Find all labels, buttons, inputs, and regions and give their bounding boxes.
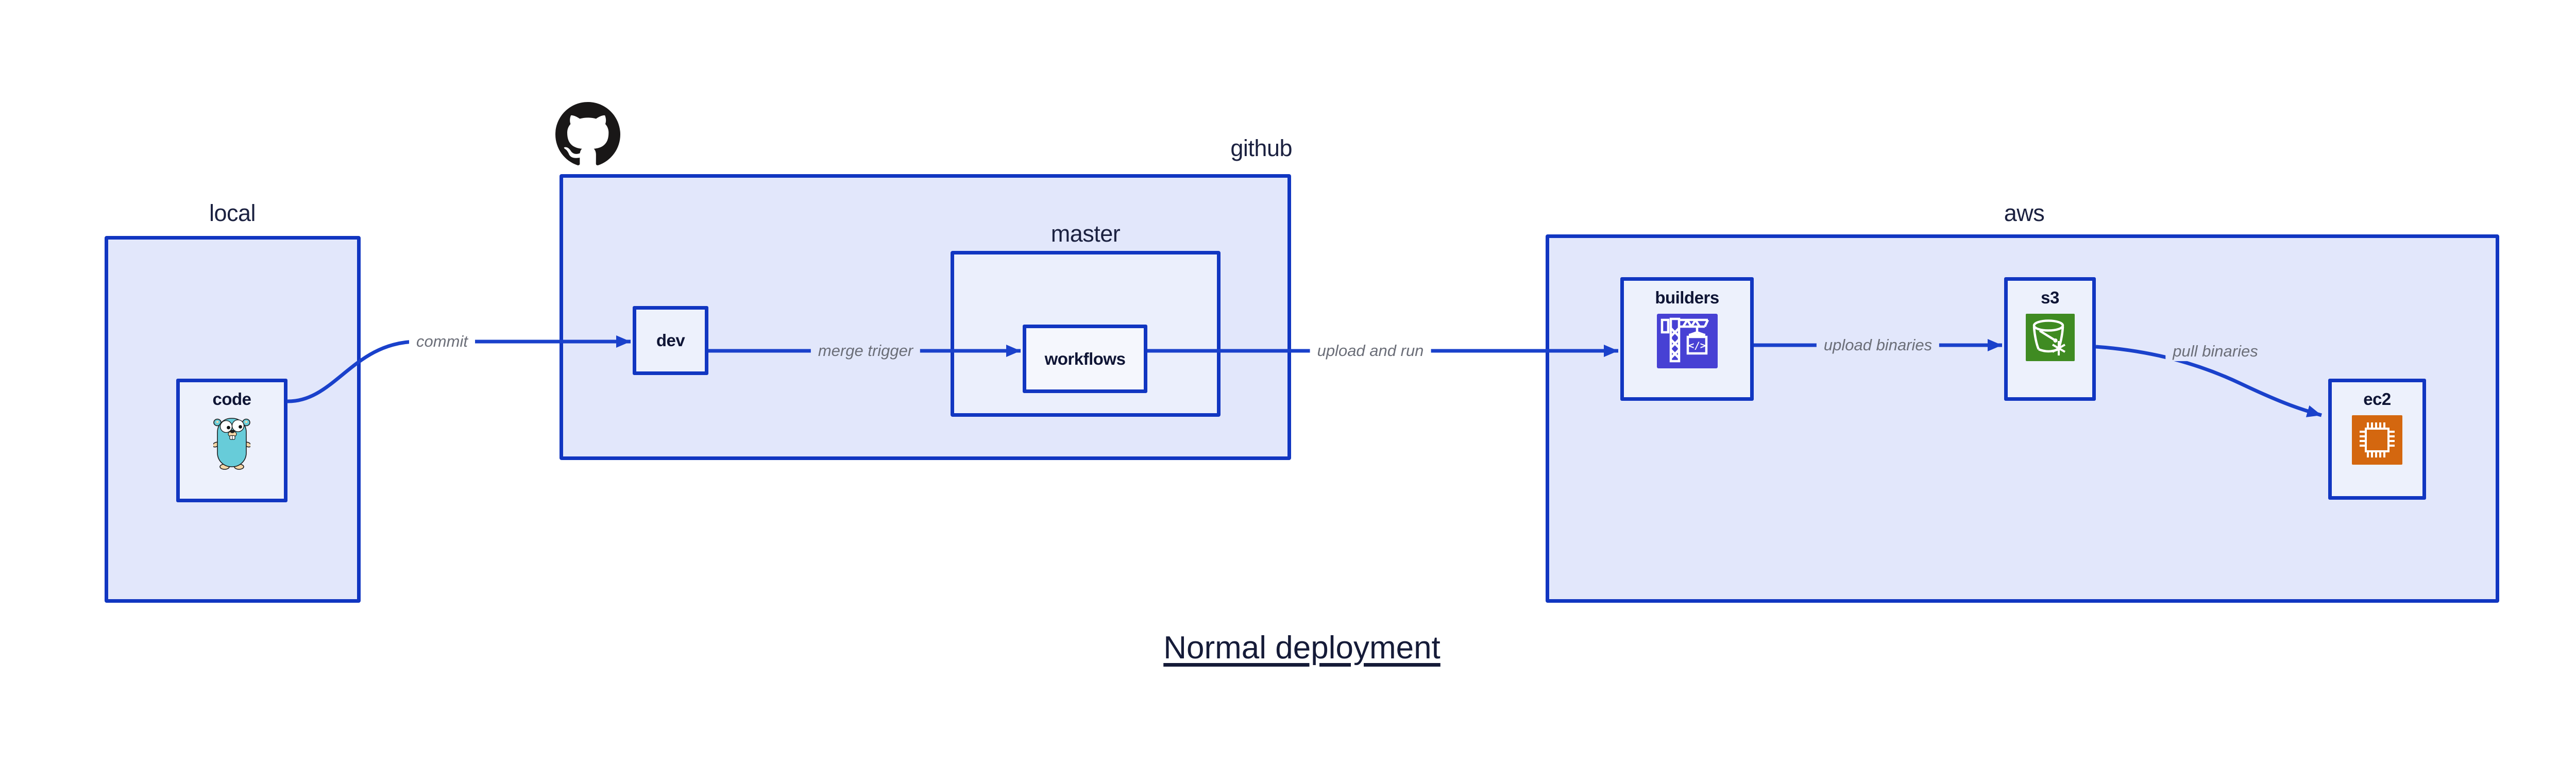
node-box-workflows: workflows [1023, 325, 1147, 393]
go-gopher-icon [212, 415, 251, 472]
node-box-ec2: ec2 [2328, 379, 2426, 500]
group-label-github: github [1230, 135, 1292, 161]
edge-label-commit: commit [409, 331, 475, 352]
node-label-dev: dev [656, 331, 685, 350]
edge-label-upload-binaries: upload binaries [1816, 335, 1940, 355]
codebuild-code-glyph: </> [1688, 340, 1705, 351]
node-box-dev: dev [633, 306, 708, 375]
node-label-ec2: ec2 [2363, 389, 2391, 409]
node-label-workflows: workflows [1044, 349, 1126, 368]
group-label-local: local [209, 200, 256, 226]
codebuild-crane-icon: </> [1656, 314, 1718, 371]
edge-label-pull-binaries: pull binaries [2165, 341, 2265, 362]
node-label-builders: builders [1655, 288, 1719, 307]
edge-commit-arrow [286, 335, 631, 403]
github-octocat-logo-icon [555, 102, 620, 169]
group-label-aws: aws [2004, 200, 2045, 226]
node-label-s3: s3 [2041, 288, 2059, 307]
diagram-title: Normal deployment [1163, 630, 1440, 666]
group-label-master: master [1050, 220, 1121, 247]
edge-label-upload-and-run: upload and run [1310, 341, 1431, 361]
edge-label-merge-trigger: merge trigger [810, 341, 921, 361]
node-label-code: code [212, 389, 251, 409]
s3-glacier-bucket-icon [2025, 314, 2075, 364]
ec2-chip-icon [2352, 415, 2402, 467]
node-box-builders: builders </> [1620, 277, 1754, 401]
node-box-s3: s3 [2004, 277, 2096, 401]
edge-pull-binaries-arrow [2095, 345, 2322, 417]
node-box-code: code [176, 379, 287, 502]
